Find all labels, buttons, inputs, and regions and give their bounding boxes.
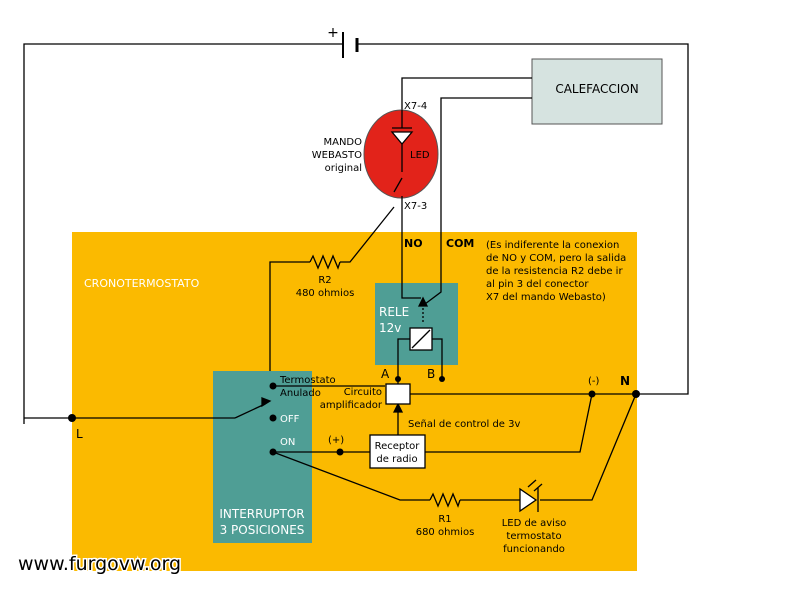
termostato-label-1: Termostato	[279, 375, 336, 386]
calefaccion-box	[531, 58, 663, 125]
cronotermostato-label: CRONOTERMOSTATO	[84, 277, 200, 290]
rele-module	[375, 283, 458, 365]
circuito-label-2: amplificador	[320, 400, 383, 411]
battery-plus-label: +	[327, 25, 339, 41]
n-node	[632, 390, 640, 398]
n-label: N	[620, 374, 630, 388]
receptor-label-2: de radio	[376, 454, 417, 465]
supply-wiring	[272, 393, 637, 501]
plus-label: (+)	[328, 435, 344, 446]
rele-internals	[397, 238, 443, 386]
led-aviso-label-2: termostato	[506, 531, 561, 542]
interruptor-label-2: 3 POSICIONES	[220, 523, 305, 537]
note-line-5: X7 del mando Webasto)	[486, 292, 606, 303]
receptor-label-1: Receptor	[375, 441, 421, 452]
note-line-2: de NO y COM, pero la salida	[486, 253, 626, 264]
b-node	[439, 376, 445, 382]
interruptor-label-1: INTERRUPTOR	[219, 507, 304, 521]
senal-label: Señal de control de 3v	[408, 419, 520, 430]
off-label: OFF	[280, 414, 300, 425]
led-mando-label: LED	[410, 150, 430, 161]
note-line-4: al pin 3 del conector	[486, 279, 589, 290]
cronotermostato-panel	[72, 232, 637, 571]
heater-wires	[401, 77, 532, 238]
rele-label-1: RELE	[379, 305, 409, 319]
r1-value-label: 680 ohmios	[416, 527, 475, 538]
x7-3-label: X7-3	[404, 201, 427, 212]
note-line-1: (Es indiferente la conexion	[486, 240, 619, 251]
note-line-3: de la resistencia R2 debe ir	[486, 266, 623, 277]
plus-node	[336, 448, 344, 456]
minus-node	[588, 390, 596, 398]
led-aviso-label-1: LED de aviso	[502, 518, 567, 529]
mando-webasto	[363, 109, 439, 199]
no-label: NO	[404, 237, 423, 250]
watermark: www.furgovw.org	[18, 553, 181, 575]
com-label: COM	[446, 237, 474, 250]
circuito-label-1: Circuito	[344, 387, 382, 398]
on-label: ON	[280, 437, 295, 448]
circuito-amplificador	[385, 383, 411, 405]
mando-label-3: original	[325, 163, 362, 174]
mando-label-1: MANDO	[323, 137, 362, 148]
switch-wiring	[24, 397, 272, 419]
switch-contact-off	[269, 414, 277, 422]
calefaccion-label: CALEFACCION	[555, 82, 638, 96]
minus-label: (-)	[588, 376, 600, 387]
r2-resistor	[309, 254, 341, 270]
mando-internals	[390, 110, 414, 208]
x7-4-label: X7-4	[404, 101, 427, 112]
termostato-label-2: Anulado	[280, 388, 321, 399]
a-label: A	[381, 367, 390, 381]
l-node	[68, 414, 76, 422]
led-aviso	[519, 479, 543, 513]
led-aviso-label-3: funcionando	[503, 544, 565, 555]
b-label: B	[427, 367, 435, 381]
a-node	[395, 376, 401, 382]
rele-label-2: 12v	[379, 321, 401, 335]
amplificador-wiring	[273, 385, 636, 435]
r1-label: R1	[438, 514, 451, 525]
r2-wiring	[269, 206, 403, 385]
battery-wire	[23, 32, 689, 424]
r2-label: R2	[318, 275, 331, 286]
mando-label-2: WEBASTO	[312, 150, 362, 161]
receptor-radio	[369, 434, 426, 469]
r1-resistor	[429, 492, 461, 508]
r2-value-label: 480 ohmios	[296, 288, 355, 299]
l-label: L	[76, 427, 83, 441]
